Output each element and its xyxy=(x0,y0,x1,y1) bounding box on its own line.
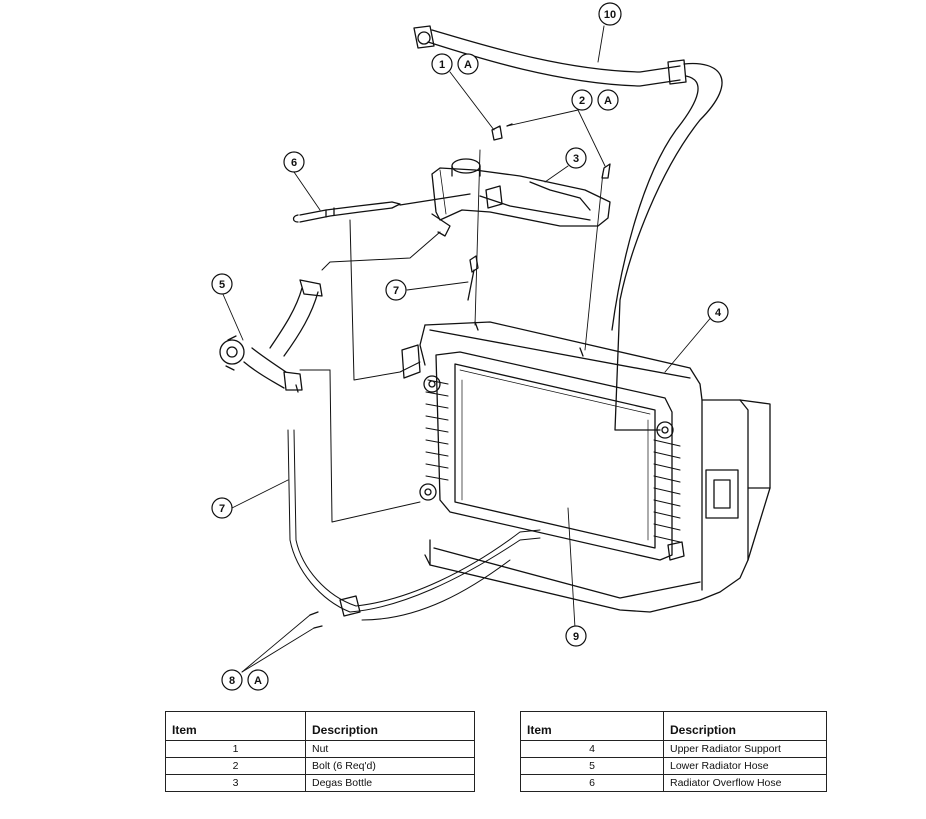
left-cooling-fins xyxy=(425,379,449,481)
callout-1-label: 1 xyxy=(439,59,445,71)
parts-table-right: Item Description 4 Upper Radiator Suppor… xyxy=(520,711,827,792)
callout-5: 5 xyxy=(211,273,233,295)
parts-table-left: Item Description 1 Nut 2 Bolt (6 Req'd) … xyxy=(165,711,475,792)
item-number: 4 xyxy=(520,740,664,758)
table-header-item: Item xyxy=(520,711,664,741)
callouts: 1 A 2 A 3 4 5 6 7 xyxy=(211,2,729,691)
radiator-exploded-diagram: 1 A 2 A 3 4 5 6 7 xyxy=(211,2,771,691)
item-description: Upper Radiator Support xyxy=(663,740,827,758)
callout-3-label: 3 xyxy=(573,153,579,165)
callout-6-label: 6 xyxy=(291,157,297,169)
callout-7-upper-label: 7 xyxy=(393,285,399,297)
table-row: 5 Lower Radiator Hose xyxy=(520,757,827,775)
callout-7-lower-label: 7 xyxy=(219,503,225,515)
item-description: Lower Radiator Hose xyxy=(663,757,827,775)
item-number: 5 xyxy=(520,757,664,775)
callout-7-lower: 7 xyxy=(211,497,233,519)
radiator-overflow-hose xyxy=(292,193,471,223)
callout-8: 8 A xyxy=(221,669,269,691)
callout-8-ref: A xyxy=(254,675,262,687)
table-header-description: Description xyxy=(663,711,827,741)
item-number: 1 xyxy=(165,740,306,758)
coolant-lines xyxy=(287,219,541,621)
table-row: 4 Upper Radiator Support xyxy=(520,740,827,758)
callout-5-label: 5 xyxy=(219,279,225,291)
callout-9-label: 9 xyxy=(573,631,579,643)
callout-4-label: 4 xyxy=(715,307,722,319)
item-description: Nut xyxy=(305,740,475,758)
table-header-description: Description xyxy=(305,711,475,741)
callout-4: 4 xyxy=(707,301,729,323)
table-row: 2 Bolt (6 Req'd) xyxy=(165,757,475,775)
callout-2-label: 2 xyxy=(579,95,585,107)
fasteners xyxy=(309,123,611,629)
table-row: 1 Nut xyxy=(165,740,475,758)
item-number: 6 xyxy=(520,774,664,792)
item-number: 2 xyxy=(165,757,306,775)
upper-radiator-hose xyxy=(413,25,723,431)
callout-9: 9 xyxy=(565,625,587,647)
table-header-item: Item xyxy=(165,711,306,741)
callout-7-upper: 7 xyxy=(385,279,407,301)
radiator-core xyxy=(401,344,685,561)
table-row: 6 Radiator Overflow Hose xyxy=(520,774,827,792)
item-description: Degas Bottle xyxy=(305,774,475,792)
callout-2-ref: A xyxy=(604,95,612,107)
table-row: 3 Degas Bottle xyxy=(165,774,475,792)
upper-radiator-support xyxy=(419,321,771,613)
lower-radiator-hose xyxy=(219,279,323,393)
callout-10-label: 10 xyxy=(604,9,616,21)
callout-3: 3 xyxy=(565,147,587,169)
item-description: Radiator Overflow Hose xyxy=(663,774,827,792)
callout-1-ref: A xyxy=(464,59,472,71)
degas-bottle xyxy=(431,158,611,237)
right-cooling-fins xyxy=(653,439,681,543)
item-number: 3 xyxy=(165,774,306,792)
leader-lines xyxy=(221,25,714,673)
callout-6: 6 xyxy=(283,151,305,173)
callout-1: 1 A xyxy=(431,53,479,75)
callout-8-label: 8 xyxy=(229,675,235,687)
callout-10: 10 xyxy=(598,2,622,26)
callout-2: 2 A xyxy=(571,89,619,111)
item-description: Bolt (6 Req'd) xyxy=(305,757,475,775)
